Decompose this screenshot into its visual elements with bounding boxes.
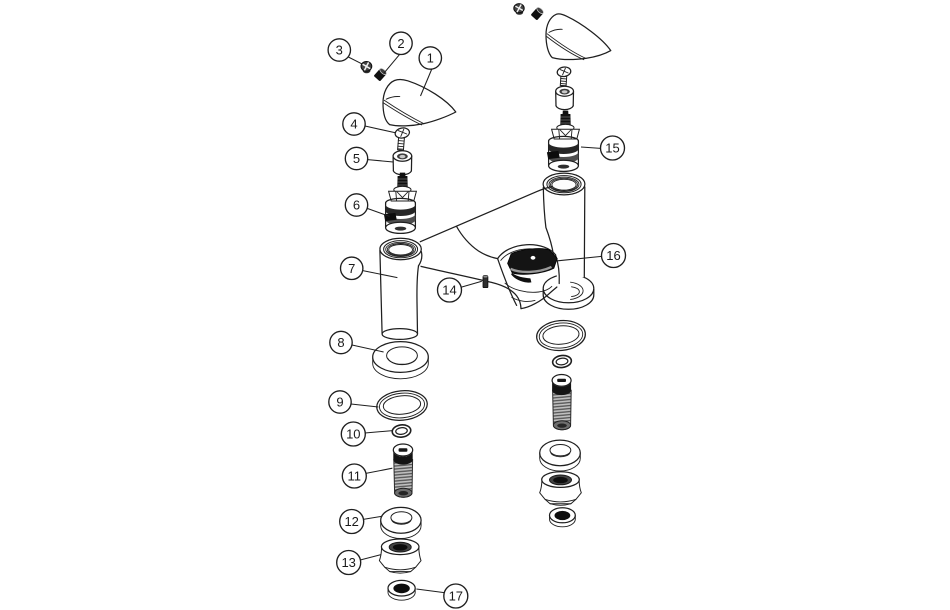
callout-13-label: 13 (341, 555, 355, 570)
shank-washer-right (539, 439, 581, 472)
callout-1: 1 (418, 46, 443, 97)
shank-washer-left (380, 506, 422, 539)
threaded-shank-right (551, 373, 572, 431)
backnut-right (539, 471, 582, 506)
base-washer-right (542, 273, 595, 310)
handle-right (545, 13, 612, 61)
base-washer-left (372, 340, 429, 380)
callout-9-label: 9 (336, 395, 343, 410)
cartridge-bush-right (555, 85, 575, 111)
threaded-shank-left (392, 443, 414, 498)
o-ring-left (391, 424, 412, 438)
grub-screw-left (360, 61, 373, 74)
callout-7-label: 7 (348, 261, 355, 276)
callout-15-label: 15 (605, 141, 619, 156)
callout-1-label: 1 (427, 51, 434, 66)
grub-screw-right (513, 3, 525, 15)
callout-6-label: 6 (353, 198, 360, 213)
shank-seal-right (548, 507, 576, 528)
callout-14-label: 14 (442, 283, 456, 298)
handle-screw-right (556, 66, 572, 87)
callout-10-label: 10 (346, 427, 360, 442)
callout-5: 5 (344, 146, 394, 171)
spout-grub-screw (482, 275, 489, 288)
body-left-leg (379, 237, 423, 341)
callout-13: 13 (336, 549, 382, 576)
cartridge-left (383, 172, 418, 235)
callouts: 1 2 3 4 5 6 7 (327, 31, 627, 609)
callout-7: 7 (339, 256, 398, 281)
gasket-left (376, 390, 428, 421)
callout-4-label: 4 (350, 117, 357, 132)
callout-16: 16 (557, 242, 627, 269)
callout-8: 8 (329, 330, 384, 355)
flow-straightener (507, 248, 558, 283)
gasket-right (536, 319, 586, 352)
callout-3: 3 (327, 38, 363, 65)
callout-12: 12 (339, 508, 382, 535)
callout-11: 11 (341, 463, 393, 489)
callout-5-label: 5 (353, 151, 360, 166)
callout-8-label: 8 (337, 335, 344, 350)
callout-17-label: 17 (449, 589, 463, 604)
callout-10: 10 (340, 421, 393, 447)
body-bridge-spout (417, 185, 560, 310)
callout-12-label: 12 (344, 514, 358, 529)
callout-2: 2 (383, 31, 413, 74)
cartridge-bush-left (392, 150, 413, 176)
callout-17: 17 (416, 583, 469, 609)
cartridge-right (546, 110, 581, 173)
straightener-pin (530, 255, 536, 260)
o-ring-right (551, 354, 573, 369)
body-right-leg (542, 172, 586, 278)
shank-seal-left (387, 579, 416, 601)
callout-16-label: 16 (606, 248, 620, 263)
handle-indice-left (374, 68, 387, 81)
backnut-left (378, 538, 422, 574)
callout-4: 4 (342, 112, 396, 136)
callout-9: 9 (328, 390, 379, 414)
callout-6: 6 (344, 193, 390, 217)
callout-2-label: 2 (397, 36, 404, 51)
handle-indice-right (531, 7, 544, 20)
handle-screw-left (394, 127, 411, 151)
handle-left (382, 78, 457, 127)
callout-3-label: 3 (336, 43, 343, 58)
callout-11-label: 11 (348, 469, 362, 484)
callout-15: 15 (580, 135, 626, 161)
callout-14: 14 (436, 277, 482, 303)
